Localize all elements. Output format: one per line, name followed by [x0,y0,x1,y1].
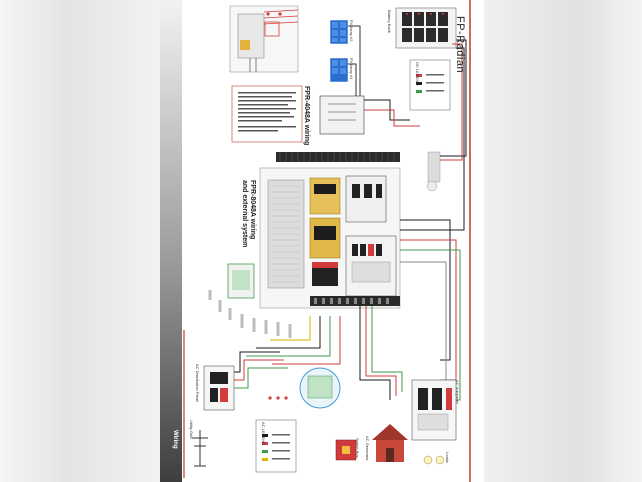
wiring-title-line1: FPR-8048A wiring [249,180,256,240]
inset-red-box [264,21,280,37]
wiring-diagram-sheet: FP-Radian Wiring FPR-8048A wiring and ex… [160,0,484,482]
notes-text-lines [238,92,296,132]
ac-legend-box [255,419,297,473]
house-icon [372,424,408,462]
battery-icon [402,12,448,42]
dc-disconnect [345,175,387,223]
loads-label: Loads [445,452,450,463]
combiner-box [319,95,365,135]
background-left [0,0,160,482]
ac-legend-label: AC LEGEND [261,422,266,446]
utility-pole-icon [192,430,208,467]
loads-icon [423,455,445,465]
ac-subpanel-label: AC Subpanel [455,380,460,404]
utility-grid-label: Utility Grid [189,420,194,439]
pv-array-2-label: PV Array #2 [349,20,354,42]
inset-inverter [237,13,265,59]
ac-distribution-panel-label: AC Distribution Panel [195,364,200,403]
wire-bundles [220,25,467,421]
header-band [160,0,182,482]
charge-controller [309,177,341,215]
ac-generator-label: AC Generator [365,436,370,461]
brand-name: FP-Radian [454,16,466,74]
header-band-label: Wiring [172,430,178,449]
wiring-diagram [160,0,471,482]
inset-breaker [240,40,250,50]
inset-wires [263,9,299,25]
background-right [484,0,642,482]
road-dashes [208,290,292,338]
solar-panel-icon [329,19,349,45]
notes-box [231,85,303,143]
wiring-title-line2: and external system [241,180,248,248]
pv-array-1-label: PV Array #1 [349,58,354,80]
dc-legend-label: DC LEGEND [415,62,420,86]
conduit [276,152,400,162]
inset-wiring-title: FPR-4048A wiring [303,86,310,146]
battery-bank-label: Battery Bank [387,10,392,33]
solar-panel-icon [329,57,349,83]
switch-box-label: Switch Box [355,438,360,458]
